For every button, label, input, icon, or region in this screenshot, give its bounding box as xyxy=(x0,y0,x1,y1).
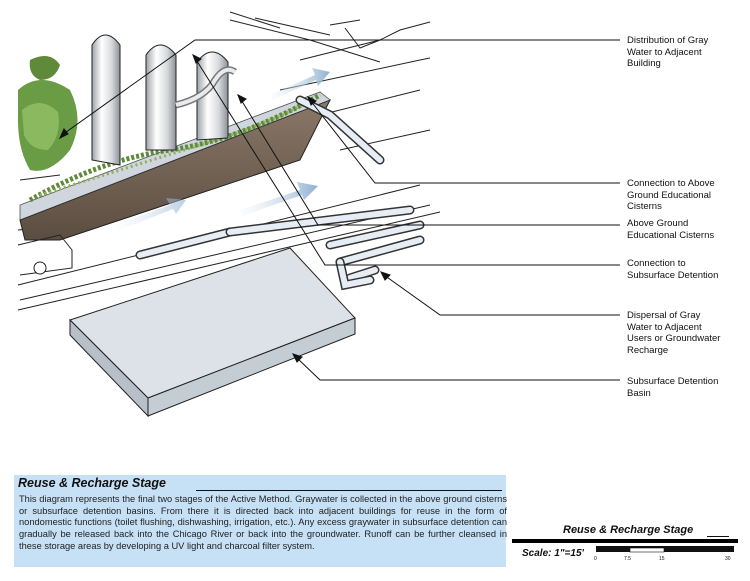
callout-connection-detention-line-2: Subsurface Detention xyxy=(627,269,719,281)
scale-tick-30: 30 xyxy=(725,556,731,562)
callout-dispersal: Dispersal of Gray Water to Adjacent User… xyxy=(627,310,747,356)
vehicle-sketch xyxy=(17,234,73,276)
callout-dispersal-line-1: Dispersal of Gray xyxy=(627,310,701,321)
callout-distribution-line-1: Distribution of Gray xyxy=(627,35,709,46)
scale-label: Scale: 1"=15' xyxy=(522,548,584,559)
callout-cisterns-line-1: Above Ground xyxy=(627,218,689,229)
callout-connection-detention-line-1: Connection to xyxy=(627,258,686,269)
leader-distribution-arrowhead xyxy=(58,128,69,140)
trees xyxy=(18,56,78,171)
callout-basin-line-2: Basin xyxy=(627,387,651,399)
leader-connection-cisterns xyxy=(309,99,620,184)
leader-basin-arrowhead xyxy=(292,353,303,363)
leader-dispersal-arrowhead xyxy=(380,271,391,281)
above-ground-cisterns xyxy=(91,34,238,166)
leader-connection-detention-arrowhead xyxy=(192,53,202,64)
callout-distribution-line-3: Building xyxy=(627,58,661,69)
leader-connection-detention xyxy=(194,57,620,266)
subsurface-detention-basin xyxy=(69,247,356,418)
callout-connection-cisterns-line-1: Connection to Above xyxy=(627,178,715,189)
callout-basin-line-1: Subsurface Detention xyxy=(627,376,719,387)
title-block-divider xyxy=(512,539,738,543)
callout-basin: Subsurface Detention Basin xyxy=(627,376,747,399)
callout-dispersal-line-2: Water to Adjacent xyxy=(627,321,702,333)
leader-basin xyxy=(295,356,620,381)
callout-cisterns-line-2: Educational Cisterns xyxy=(627,229,715,241)
scale-bar xyxy=(596,546,734,553)
leader-connection-cisterns-arrowhead xyxy=(307,95,317,106)
callout-dispersal-line-4: Recharge xyxy=(627,344,669,356)
callout-distribution: Distribution of Gray Water to Adjacent B… xyxy=(627,35,747,70)
callout-dispersal-line-3: Users or Groundwater xyxy=(627,333,721,344)
callout-leaders xyxy=(58,39,620,381)
title-block-stage-rule xyxy=(707,536,729,537)
leader-distribution xyxy=(61,39,620,136)
leader-cisterns xyxy=(239,97,620,226)
pipes xyxy=(135,95,425,291)
description-title-rule xyxy=(196,490,502,491)
scale-tick-15: 15 xyxy=(659,556,665,562)
leader-cisterns-arrowhead xyxy=(237,93,247,104)
callout-cisterns: Above Ground Educational Cisterns xyxy=(627,218,747,241)
callout-connection-cisterns-line-2: Ground Educational xyxy=(627,189,711,201)
callout-distribution-line-2: Water to Adjacent xyxy=(627,46,702,58)
callout-connection-cisterns-line-3: Cisterns xyxy=(627,201,662,212)
scale-tick-0: 0 xyxy=(594,556,597,562)
title-block-stage-label: Reuse & Recharge Stage xyxy=(563,524,694,536)
callout-connection-cisterns: Connection to Above Ground Educational C… xyxy=(627,178,747,213)
description-title: Reuse & Recharge Stage xyxy=(18,476,166,490)
flow-arrows xyxy=(115,68,330,231)
scale-tick-7-5: 7.5 xyxy=(624,556,631,562)
description-text: This diagram represents the final two st… xyxy=(19,494,507,551)
callout-connection-detention: Connection to Subsurface Detention xyxy=(627,258,747,281)
leader-dispersal xyxy=(383,274,620,316)
